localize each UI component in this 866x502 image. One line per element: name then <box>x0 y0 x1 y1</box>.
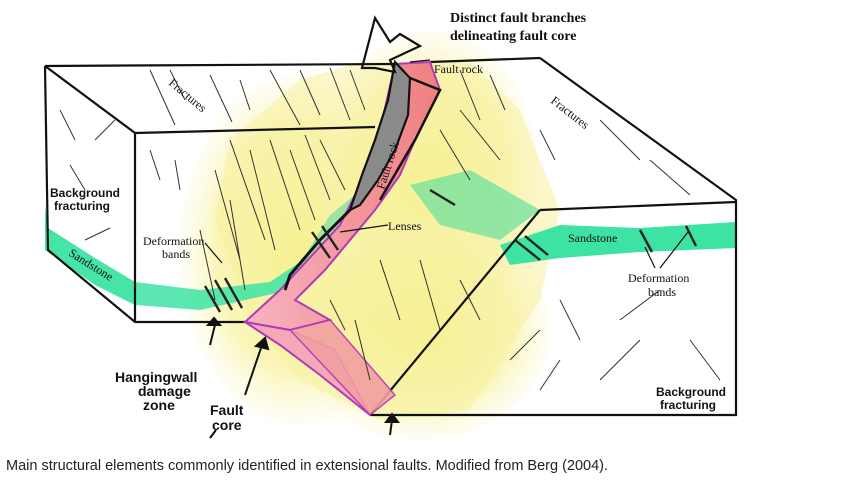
label-fault-rock-top: Fault rock <box>434 62 483 76</box>
label-background-fracturing-right-1: Background <box>656 385 726 399</box>
label-background-fracturing-left-2: fracturing <box>54 199 110 213</box>
label-delineating-fault-core: delineating fault core <box>450 29 577 44</box>
block-outline <box>43 56 738 417</box>
label-deformation-bands-right-2: bands <box>648 285 676 299</box>
label-deformation-bands-right-1: Deformation <box>628 271 689 285</box>
label-deformation-bands-left-1: Deformation <box>143 234 204 248</box>
fault-rock <box>348 59 412 213</box>
fault-branch-line <box>378 76 442 201</box>
arrows <box>205 15 423 439</box>
deformation-bands <box>203 188 698 313</box>
fault-diagram: Distinct fault branches delineating faul… <box>43 11 738 440</box>
fault-block-svg: Distinct fault branches delineating faul… <box>43 11 738 440</box>
label-distinct-fault-branches: Distinct fault branches <box>450 11 587 26</box>
label-sandstone-right: Sandstone <box>568 231 617 245</box>
label-zone: zone <box>143 397 175 413</box>
label-lenses: Lenses <box>388 219 422 233</box>
figure-caption: Main structural elements commonly identi… <box>6 458 609 474</box>
label-fault: Fault <box>210 402 244 418</box>
leader-lines <box>204 59 689 269</box>
fault-branch-line-2 <box>283 208 352 291</box>
label-core: core <box>212 417 242 433</box>
label-background-fracturing-right-2: fracturing <box>660 398 716 412</box>
label-fractures-left: Fractures <box>166 76 209 116</box>
label-damage: damage <box>138 383 191 399</box>
label-deformation-bands-left-2: bands <box>162 247 190 261</box>
sandstone-layer-right <box>410 170 736 265</box>
fractures <box>59 67 721 391</box>
label-hangingwall: Hangingwall <box>115 369 197 385</box>
label-fractures-right: Fractures <box>548 93 592 132</box>
sandstone-layer-left <box>45 205 320 310</box>
label-background-fracturing-left-1: Background <box>50 186 120 200</box>
